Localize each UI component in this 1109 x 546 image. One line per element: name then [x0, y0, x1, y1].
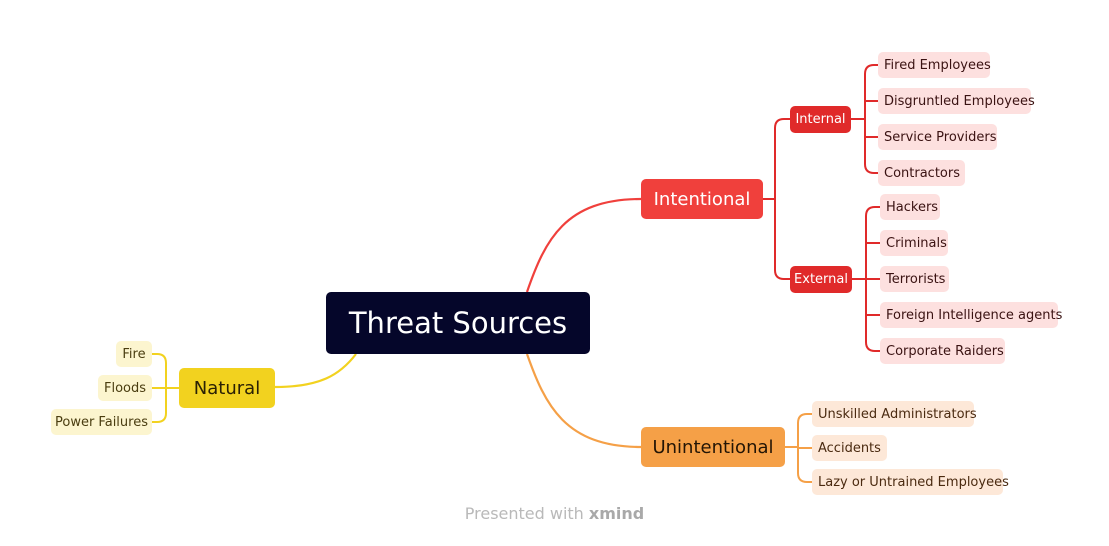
footer-watermark: Presented with xmind [0, 504, 1109, 523]
connector-external-leaves [852, 206, 880, 352]
connector-root-natural [274, 353, 357, 389]
subtopic-external[interactable]: External [790, 266, 852, 293]
topic-natural[interactable]: Natural [179, 368, 275, 408]
leaf-disgruntled-employees[interactable]: Disgruntled Employees [878, 88, 1035, 114]
leaf-power-failures[interactable]: Power Failures [51, 409, 152, 435]
topic-intentional[interactable]: Intentional [641, 179, 763, 219]
root-topic[interactable]: Threat Sources [326, 292, 590, 354]
leaf-hackers[interactable]: Hackers [880, 194, 940, 220]
connector-root-unintentional [525, 353, 642, 449]
connector-unintentional-leaves [785, 413, 812, 483]
footer-prefix: Presented with [464, 504, 584, 523]
connector-intentional-branches [763, 118, 790, 280]
leaf-corporate-raiders[interactable]: Corporate Raiders [880, 338, 1005, 364]
leaf-unskilled-administrators[interactable]: Unskilled Administrators [812, 401, 977, 427]
leaf-service-providers[interactable]: Service Providers [878, 124, 997, 150]
leaf-foreign-intelligence-agents[interactable]: Foreign Intelligence agents [880, 302, 1062, 328]
connector-natural-leaves [152, 353, 179, 423]
footer-brand: xmind [588, 504, 645, 523]
leaf-fired-employees[interactable]: Fired Employees [878, 52, 991, 78]
topic-unintentional[interactable]: Unintentional [641, 427, 785, 467]
connector-root-intentional [525, 197, 642, 293]
leaf-criminals[interactable]: Criminals [880, 230, 948, 256]
leaf-floods[interactable]: Floods [98, 375, 152, 401]
connector-internal-leaves [851, 64, 878, 174]
leaf-fire[interactable]: Fire [116, 341, 152, 367]
subtopic-internal[interactable]: Internal [790, 106, 851, 133]
leaf-contractors[interactable]: Contractors [878, 160, 965, 186]
leaf-lazy-untrained-employees[interactable]: Lazy or Untrained Employees [812, 469, 1009, 495]
leaf-terrorists[interactable]: Terrorists [880, 266, 949, 292]
leaf-accidents[interactable]: Accidents [812, 435, 887, 461]
